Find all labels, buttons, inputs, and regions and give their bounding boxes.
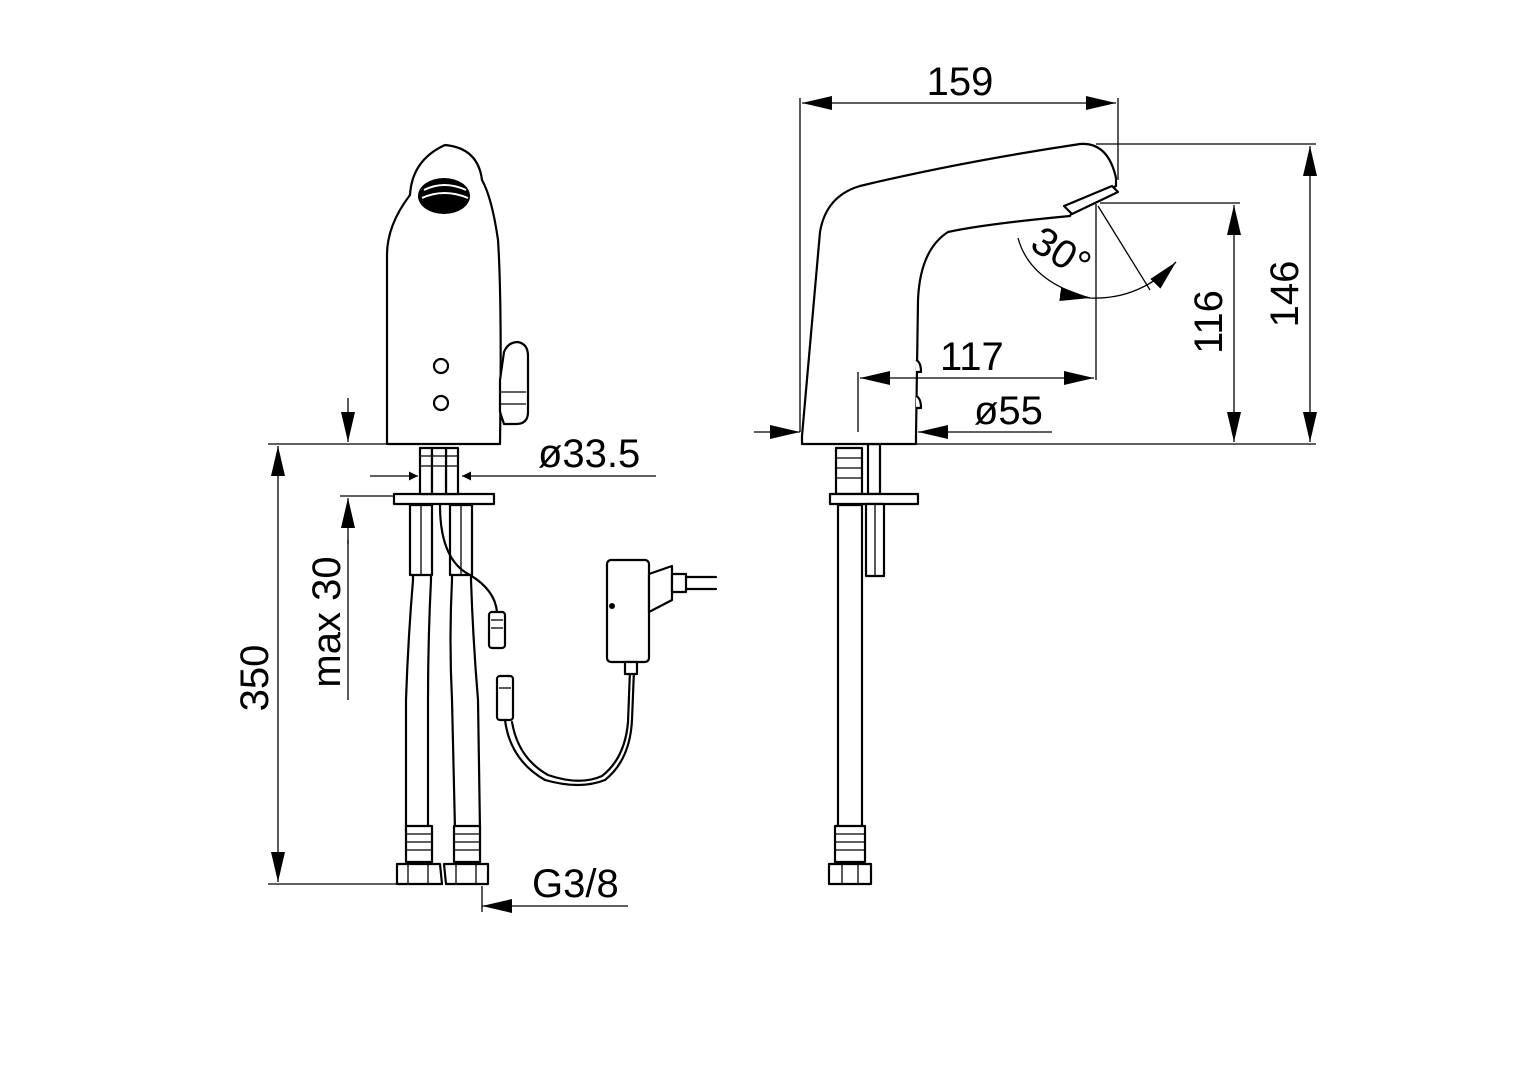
dim-thread: G3/8 xyxy=(532,862,619,906)
dim-height-outlet: 116 xyxy=(1187,290,1231,354)
front-view: 350 max 30 ø33.5 G3/8 xyxy=(233,143,718,913)
side-hose xyxy=(827,503,873,886)
front-dimensions: 350 max 30 ø33.5 G3/8 xyxy=(233,398,656,913)
supply-hoses xyxy=(395,503,490,886)
dim-hole-diameter: ø33.5 xyxy=(538,432,640,476)
sensor-cable xyxy=(438,503,636,787)
faucet-body-front xyxy=(385,143,530,446)
mounting-plate xyxy=(392,446,496,506)
power-adapter xyxy=(605,558,718,676)
dim-reach: 117 xyxy=(940,335,1004,379)
dim-height-total: 146 xyxy=(1263,261,1307,328)
dim-angle: 30° xyxy=(1024,218,1099,287)
side-dimensions: 159 146 116 117 ø55 30° xyxy=(754,60,1317,445)
dim-max-thickness: max 30 xyxy=(305,556,349,687)
side-mounting xyxy=(828,442,920,578)
dim-base-diameter: ø55 xyxy=(974,389,1043,433)
dim-width: 159 xyxy=(927,60,994,104)
side-view: 159 146 116 117 ø55 30° xyxy=(754,60,1317,886)
dim-hose-length: 350 xyxy=(233,645,277,712)
faucet-body-side xyxy=(800,142,1120,446)
